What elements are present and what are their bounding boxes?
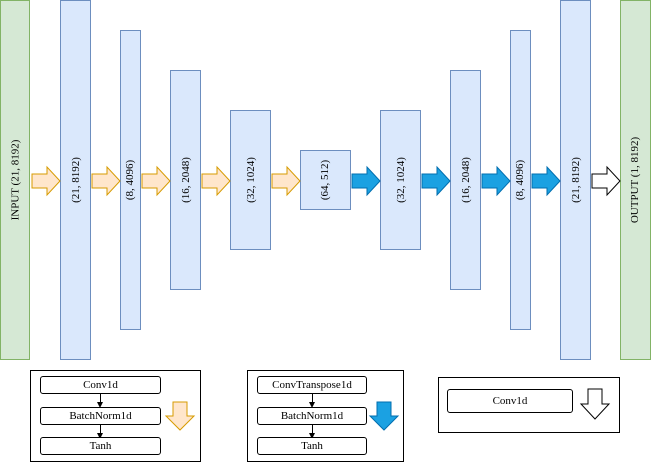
layer-shape: (8, 4096) [124, 159, 137, 201]
legend-output-block: Conv1d [438, 377, 620, 433]
layer-shape: (21, 8192) [569, 157, 582, 203]
legend-step-tanh: Tanh [40, 437, 161, 455]
layer-shape: (64, 512) [319, 159, 332, 201]
decoder-arrow-icon [531, 165, 561, 197]
legend-encoder-block: Conv1d BatchNorm1d Tanh [30, 370, 201, 462]
decoder-arrow-icon [351, 165, 381, 197]
legend-connector [312, 394, 313, 404]
encoder-arrow-icon [201, 165, 231, 197]
decoder-layer-4: (21, 8192) [560, 0, 591, 360]
encoder-arrow-icon [141, 165, 171, 197]
encoder-layer-4: (32, 1024) [230, 110, 271, 250]
output-arrow-icon [579, 388, 611, 420]
legend-decoder-block: ConvTranspose1d BatchNorm1d Tanh [247, 370, 404, 462]
legend-step-tanh: Tanh [257, 437, 367, 455]
encoder-layer-2: (8, 4096) [120, 30, 141, 330]
encoder-arrow-icon [164, 401, 196, 431]
layer-shape: (32, 1024) [244, 157, 257, 203]
legend-step-conv1d: Conv1d [40, 376, 161, 394]
decoder-layer-3: (8, 4096) [510, 30, 531, 330]
layer-shape: (32, 1024) [394, 157, 407, 203]
decoder-arrow-icon [368, 401, 400, 431]
legend-connector-head [309, 433, 315, 439]
legend-connector-head [97, 433, 103, 439]
legend-connector-head [309, 402, 315, 408]
decoder-layer-1: (32, 1024) [380, 110, 421, 250]
output-label: OUTPUT (1, 8192) [629, 136, 642, 224]
legend-connector [100, 394, 101, 404]
output-block: OUTPUT (1, 8192) [620, 0, 651, 360]
layer-shape: (16, 2048) [179, 157, 192, 203]
legend-step-batchnorm1d: BatchNorm1d [40, 407, 161, 425]
layer-shape: (21, 8192) [69, 157, 82, 203]
output-arrow-icon [591, 165, 621, 197]
legend-connector-head [97, 402, 103, 408]
encoder-arrow-icon [271, 165, 301, 197]
decoder-arrow-icon [421, 165, 451, 197]
bottleneck-layer: (64, 512) [300, 150, 351, 210]
encoder-layer-1: (21, 8192) [60, 0, 91, 360]
legend-step-batchnorm1d: BatchNorm1d [257, 407, 367, 425]
input-label: INPUT (21, 8192) [9, 139, 22, 221]
input-block: INPUT (21, 8192) [0, 0, 30, 360]
layer-shape: (8, 4096) [514, 159, 527, 201]
decoder-arrow-icon [481, 165, 511, 197]
encoder-layer-3: (16, 2048) [170, 70, 201, 290]
legend-connector [312, 425, 313, 435]
encoder-arrow-icon [31, 165, 61, 197]
encoder-arrow-icon [91, 165, 121, 197]
layer-shape: (16, 2048) [459, 157, 472, 203]
decoder-layer-2: (16, 2048) [450, 70, 481, 290]
legend-step-convtranspose1d: ConvTranspose1d [257, 376, 367, 394]
legend-step-conv1d: Conv1d [447, 389, 573, 413]
legend-connector [100, 425, 101, 435]
